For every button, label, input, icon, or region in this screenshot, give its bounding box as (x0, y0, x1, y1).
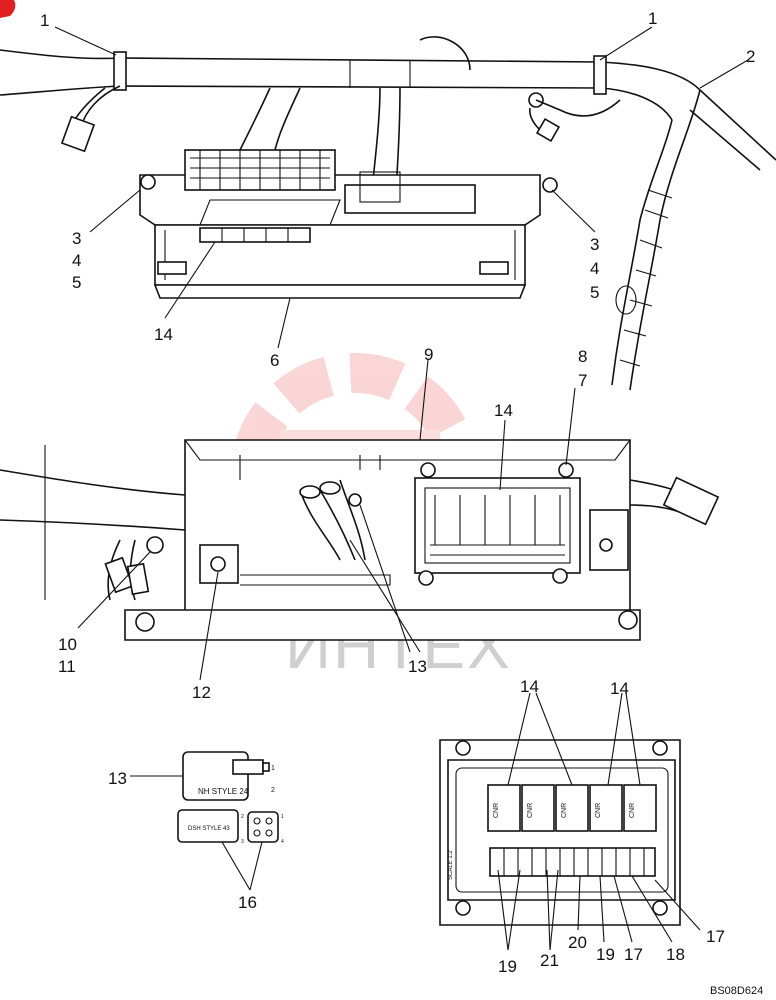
callout-9: 9 (424, 345, 433, 364)
fuse-relay-box: CNR CNR CNR CNR CNR SCALE 1:2 (439, 739, 681, 926)
top-harness-assembly (0, 36, 776, 391)
callout-14-middle: 14 (494, 401, 513, 420)
callout-3-left: 3 (72, 229, 81, 248)
dsh-pin-2: 2 (241, 814, 244, 820)
callout-6: 6 (270, 351, 279, 370)
clamp-right (593, 55, 607, 95)
clamp-left (113, 51, 127, 91)
relay-marking-4: CNR (595, 803, 602, 818)
pin-2-label: 2 (271, 787, 275, 794)
callout-19-left: 19 (498, 957, 517, 976)
callout-19-right: 19 (596, 945, 615, 964)
callout-2: 2 (746, 47, 755, 66)
dsh-pin-1: 1 (281, 814, 284, 820)
callout-14-top: 14 (154, 325, 173, 344)
fuse-row (489, 847, 656, 877)
relay-marking-2: CNR (527, 803, 534, 818)
nh-style-label: NH STYLE 24 (198, 787, 249, 796)
dsh-style-label: DSH STYLE 43 (188, 826, 230, 832)
middle-box-assembly (0, 439, 720, 641)
callout-17-right: 17 (706, 927, 725, 946)
corner-marker (0, 0, 16, 18)
callout-14-lower-right: 14 (610, 679, 629, 698)
relay-marking-5: CNR (629, 803, 636, 818)
callout-4-left: 4 (72, 251, 81, 270)
relay-row: CNR CNR CNR CNR CNR (487, 784, 657, 832)
relay-marking-1: CNR (493, 803, 500, 818)
callout-20: 20 (568, 933, 587, 952)
callouts: 1 1 2 3 4 5 3 4 5 14 6 9 8 7 14 10 11 12… (40, 9, 755, 976)
callout-11: 11 (58, 657, 76, 676)
callout-16: 16 (238, 893, 257, 912)
callout-5-right: 5 (590, 283, 599, 302)
leader-lines (54, 26, 749, 951)
callout-12: 12 (192, 683, 211, 702)
dsh-pin-4: 4 (281, 839, 284, 845)
relay-marking-3: CNR (561, 803, 568, 818)
callout-5-left: 5 (72, 273, 81, 292)
callout-17-lower: 17 (624, 945, 643, 964)
callout-8: 8 (578, 347, 587, 366)
callout-10: 10 (58, 635, 77, 654)
connector-details: NH STYLE 24 1 2 DSH STYLE 43 2 1 3 4 (177, 751, 284, 845)
callout-14-lower-left: 14 (520, 677, 539, 696)
callout-13-lower: 13 (108, 769, 127, 788)
callout-7: 7 (578, 371, 587, 390)
callout-21: 21 (540, 951, 559, 970)
callout-1-left: 1 (40, 11, 49, 30)
callout-1-right: 1 (648, 9, 657, 28)
pin-1-label: 1 (271, 765, 275, 772)
callout-13-middle: 13 (408, 657, 427, 676)
callout-18: 18 (666, 945, 685, 964)
figure-code: BS08D624 (710, 985, 763, 997)
callout-3-right: 3 (590, 235, 599, 254)
scale-text: SCALE 1:2 (448, 850, 454, 880)
callout-4-right: 4 (590, 259, 599, 278)
dsh-style-connector (177, 809, 239, 843)
dsh-pin-3: 3 (241, 839, 244, 845)
